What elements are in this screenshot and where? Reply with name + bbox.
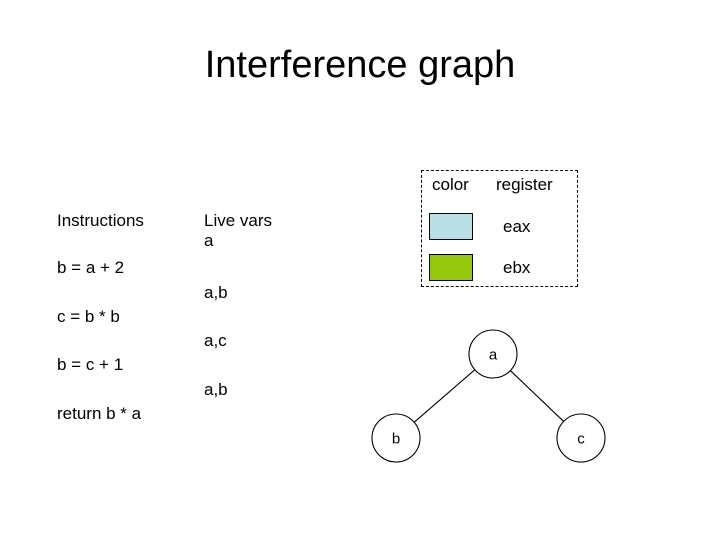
graph-node-circle-a (468, 329, 518, 379)
graph-node-b[interactable]: b (371, 413, 421, 463)
color-register-legend (421, 170, 578, 287)
graph-edge-group (413, 369, 565, 423)
live-vars-line: a,c (204, 331, 227, 350)
legend-color-swatch (429, 213, 473, 240)
legend-color-header: color (432, 175, 469, 194)
graph-node-a[interactable]: a (468, 329, 518, 379)
legend-register-header: register (496, 175, 553, 194)
graph-node-c[interactable]: c (556, 413, 606, 463)
graph-edge-a-c (509, 370, 565, 422)
live-vars-line: a,b (204, 283, 228, 302)
graph-node-group: a b c (371, 329, 606, 463)
legend-register-label: eax (503, 217, 531, 236)
graph-node-label-c: c (577, 431, 585, 448)
graph-node-circle-c (556, 413, 606, 463)
graph-node-circle-b (371, 413, 421, 463)
page-title: Interference graph (204, 44, 516, 86)
live-vars-line: a (204, 231, 214, 250)
instruction-line: b = a + 2 (57, 258, 125, 277)
live-vars-line: a,b (204, 380, 228, 399)
instruction-line: c = b * b (57, 307, 120, 326)
graph-node-label-a: a (489, 347, 498, 364)
legend-color-swatch (429, 254, 473, 281)
graph-node-label-b: b (392, 431, 400, 448)
graph-edge-a-b (413, 369, 476, 423)
instructions-column-header: Instructions (57, 211, 144, 230)
livevars-column-header: Live vars (204, 211, 273, 230)
legend-register-label: ebx (503, 258, 531, 277)
instruction-line: b = c + 1 (57, 355, 124, 374)
instruction-line: return b * a (57, 404, 142, 423)
